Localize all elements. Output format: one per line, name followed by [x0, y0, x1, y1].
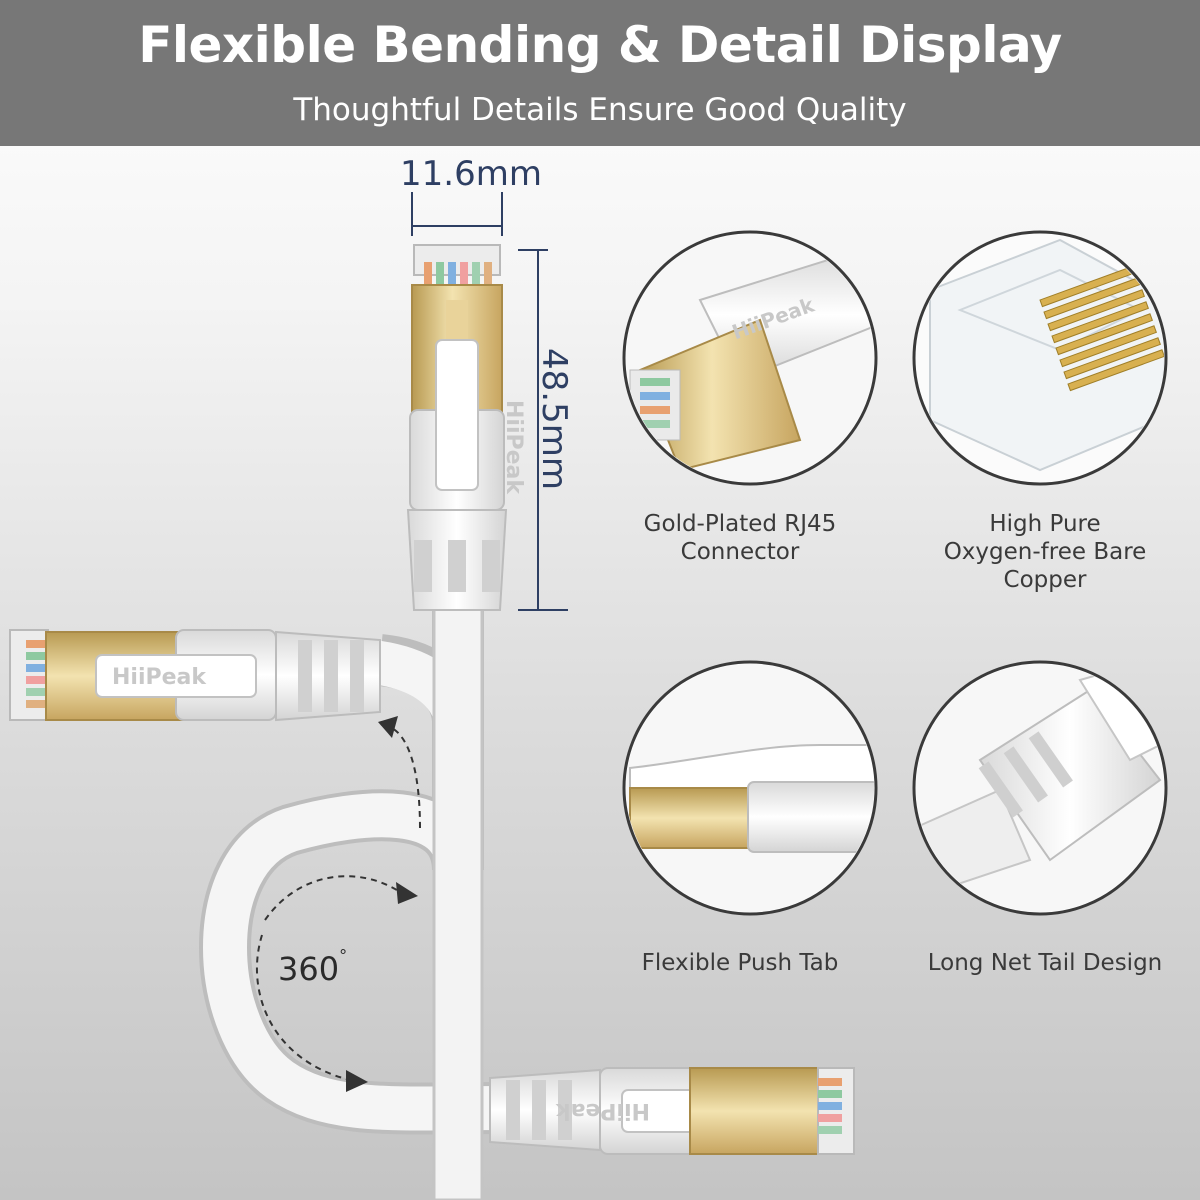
- width-dimension-label: 11.6mm: [400, 154, 542, 194]
- rotation-unit: °: [339, 946, 348, 965]
- caption-line: Copper: [1003, 567, 1087, 593]
- caption-line: Flexible Push Tab: [641, 950, 839, 976]
- header-banner: [0, 0, 1200, 146]
- feature-caption-copper: High Pure Oxygen-free Bare Copper: [895, 510, 1195, 594]
- brand-mark-left: HiiPeak: [112, 665, 207, 690]
- vertical-rj45-connector: HiiPeak: [406, 244, 526, 611]
- feature-caption-net-tail: Long Net Tail Design: [880, 949, 1200, 977]
- bottom-rj45-connector: HiiPeak: [489, 1067, 855, 1155]
- rotation-label: 360°: [278, 946, 347, 988]
- dimension-width: [411, 192, 503, 236]
- page-subtitle: Thoughtful Details Ensure Good Quality: [293, 92, 907, 128]
- left-rj45-connector: HiiPeak: [9, 629, 381, 722]
- length-dimension-label: 48.5mm: [534, 348, 574, 490]
- cable: [199, 584, 526, 1200]
- caption-line: Connector: [680, 539, 800, 565]
- feature-caption-gold-plated: Gold-Plated RJ45 Connector: [590, 510, 890, 566]
- page-title: Flexible Bending & Detail Display: [138, 16, 1062, 74]
- brand-mark-bottom: HiiPeak: [555, 1098, 650, 1123]
- caption-line: Gold-Plated RJ45: [643, 511, 837, 537]
- brand-mark: HiiPeak: [501, 400, 526, 495]
- push-tab-icon: [622, 660, 878, 916]
- net-tail-icon: [912, 660, 1168, 916]
- caption-line: Oxygen-free Bare: [943, 539, 1147, 565]
- copper-contacts-icon: [912, 230, 1168, 486]
- caption-line: High Pure: [989, 511, 1101, 537]
- gold-plated-connector-icon: HiiPeak: [622, 230, 878, 486]
- rotation-value: 360: [278, 950, 340, 988]
- arrow-heads: [346, 716, 418, 1092]
- bend-arrows: [255, 727, 421, 1081]
- dimension-length: [518, 249, 568, 611]
- feature-caption-push-tab: Flexible Push Tab: [590, 949, 890, 977]
- caption-line: Long Net Tail Design: [927, 950, 1163, 976]
